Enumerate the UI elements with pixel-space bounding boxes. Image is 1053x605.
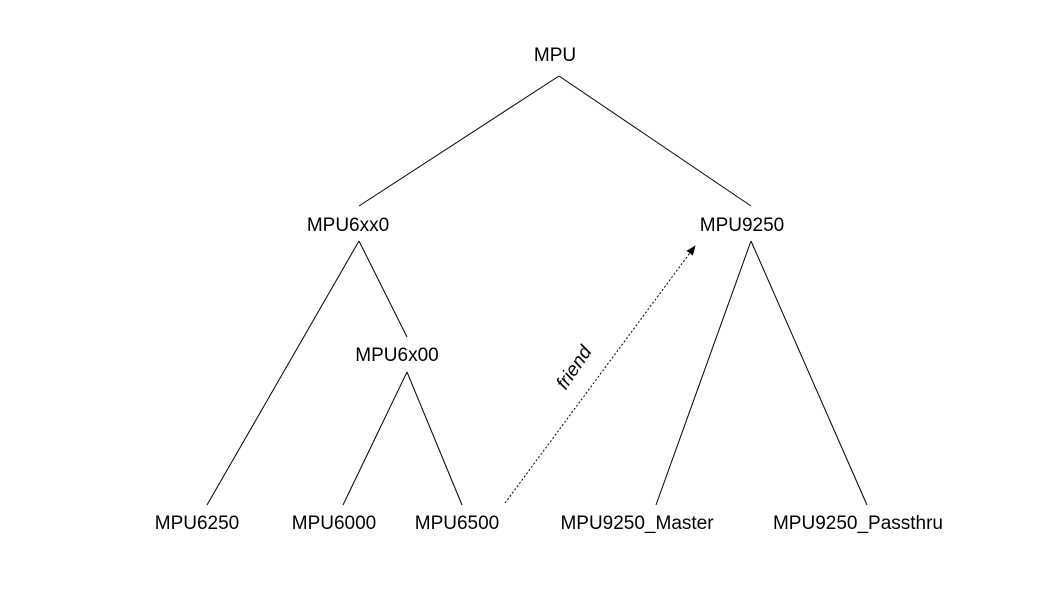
edge-mpu9250-mpu9250-passthru bbox=[750, 240, 868, 506]
node-mpu6500: MPU6500 bbox=[415, 513, 500, 534]
nodes: MPU MPU6xx0 MPU9250 MPU6x00 MPU6250 MPU6… bbox=[155, 45, 943, 534]
edge-mpu6x00-mpu6500 bbox=[406, 371, 463, 506]
node-mpu9250-passthru: MPU9250_Passthru bbox=[773, 513, 943, 534]
node-mpu9250-master: MPU9250_Master bbox=[560, 513, 714, 534]
node-mpu6xx0: MPU6xx0 bbox=[307, 215, 389, 236]
edge-mpu-mpu9250 bbox=[558, 75, 752, 207]
edge-mpu9250-mpu9250-master bbox=[655, 240, 752, 506]
edge-mpu6xx0-mpu6x00 bbox=[358, 240, 408, 338]
node-mpu: MPU bbox=[534, 45, 576, 66]
node-mpu6250: MPU6250 bbox=[155, 513, 240, 534]
node-mpu6x00: MPU6x00 bbox=[355, 345, 438, 366]
edge-friend-mpu6500-mpu9250 bbox=[504, 245, 696, 504]
edge-mpu-mpu6xx0 bbox=[358, 75, 560, 207]
edges bbox=[206, 75, 868, 506]
node-mpu9250: MPU9250 bbox=[700, 215, 785, 236]
edge-mpu6xx0-mpu6250 bbox=[206, 240, 360, 506]
node-mpu6000: MPU6000 bbox=[292, 513, 377, 534]
friend-edge-label: friend bbox=[552, 341, 597, 393]
edge-mpu6x00-mpu6000 bbox=[342, 371, 408, 506]
